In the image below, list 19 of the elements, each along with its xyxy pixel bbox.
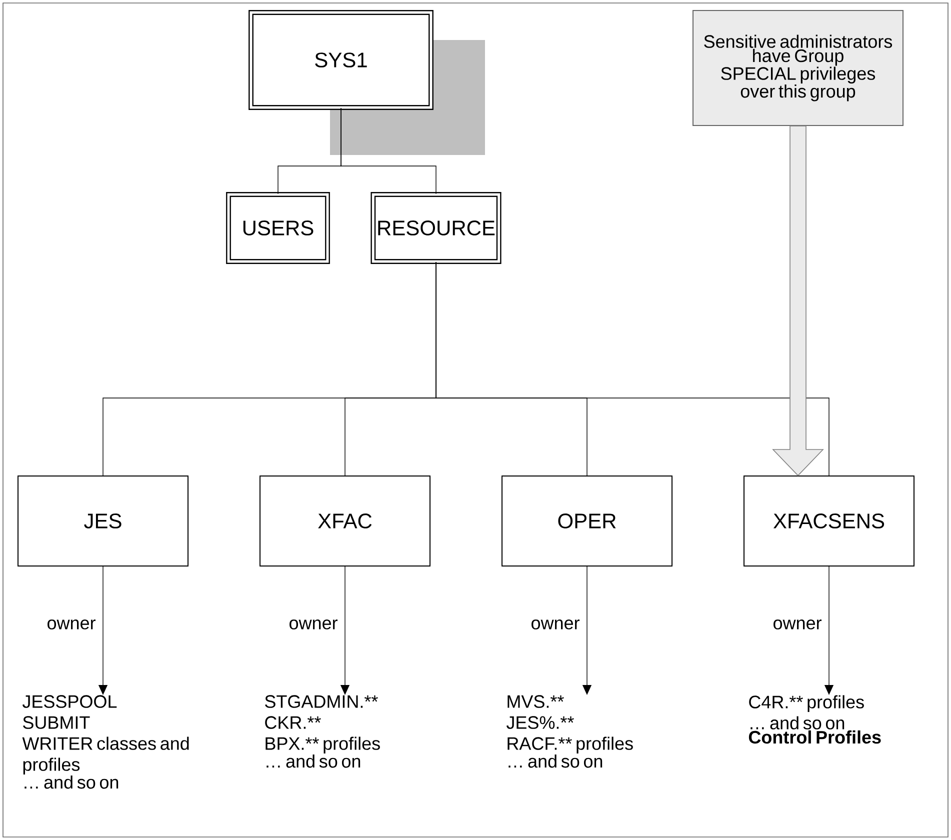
group-box: OPER xyxy=(502,476,672,566)
edge-label: owner xyxy=(288,618,339,630)
group-box: XFAC xyxy=(260,476,430,566)
group-box: SYS1 xyxy=(248,10,434,110)
group-box: RESOURCE xyxy=(370,192,502,264)
profile-list: STGADMIN.** CKR.** BPX.** profiles … and so on xyxy=(265,695,380,768)
profile-list: C4R.** profiles … and so on Control Profiles xyxy=(748,695,881,744)
profile-list: JESSPOOL SUBMIT WRITER classes and profiles … and so on xyxy=(22,695,189,789)
block-arrow xyxy=(772,126,824,476)
note-box: Sensitive administrators have Group SPECIAL privileges over this group xyxy=(692,10,904,126)
profile-list: MVS.** JES%.** RACF.** profiles … and so on xyxy=(506,695,633,768)
edge-label: owner xyxy=(530,618,581,630)
group-box: XFACSENS xyxy=(744,476,914,566)
edge-label: owner xyxy=(46,618,97,630)
group-box: USERS xyxy=(226,192,330,264)
connector-line xyxy=(436,262,830,476)
group-box: JES xyxy=(18,476,188,566)
connector-line xyxy=(340,108,436,194)
edge-label: owner xyxy=(772,618,823,630)
